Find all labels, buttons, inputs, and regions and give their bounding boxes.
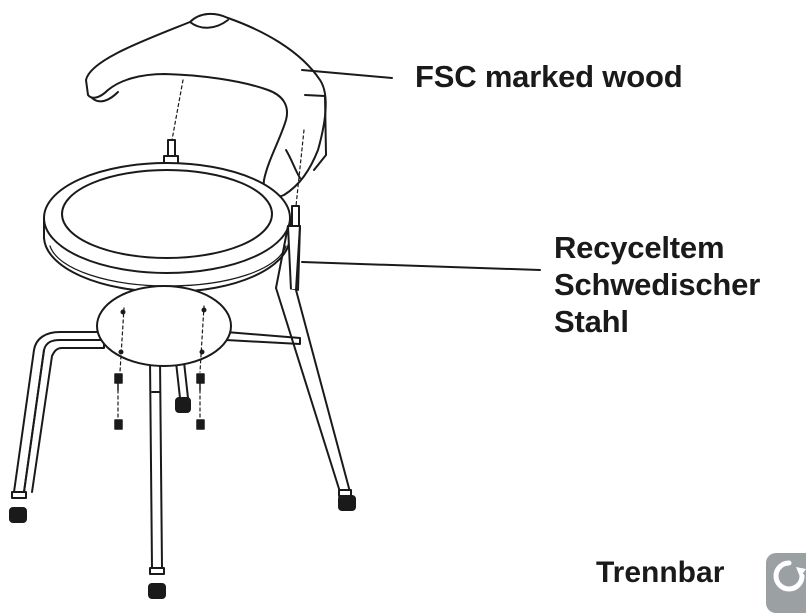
assembly-guides-screws: [117, 305, 205, 421]
callout-steel: Recyceltem Schwedischer Stahl: [554, 229, 760, 340]
mounting-plate: [96, 285, 232, 367]
foot-cap-left: [9, 491, 27, 523]
recycle-icon: [773, 560, 806, 592]
screw-bottom-left: [114, 419, 123, 430]
callout-leader-steel: [301, 261, 541, 271]
seat: [43, 162, 291, 293]
screw-top-right: [196, 373, 205, 391]
assembly-guides-backrest: [171, 79, 305, 207]
foot-cap-back: [175, 397, 191, 413]
callout-leader-wood: [301, 69, 393, 79]
plate-holes: [118, 307, 207, 355]
screw-top-left: [114, 373, 123, 391]
screw-bottom-right: [196, 419, 205, 430]
callout-steel-line-1: Recyceltem: [554, 230, 725, 265]
recycle-badge: [766, 553, 806, 613]
callout-steel-line-3: Stahl: [554, 304, 629, 339]
callout-wood: FSC marked wood: [415, 59, 683, 94]
backrest-peg-right: [291, 205, 300, 227]
callout-steel-line-2: Schwedischer: [554, 267, 761, 302]
foot-cap-front: [148, 567, 166, 599]
foot-cap-right: [338, 489, 356, 511]
separable-label: Trennbar: [596, 556, 725, 589]
